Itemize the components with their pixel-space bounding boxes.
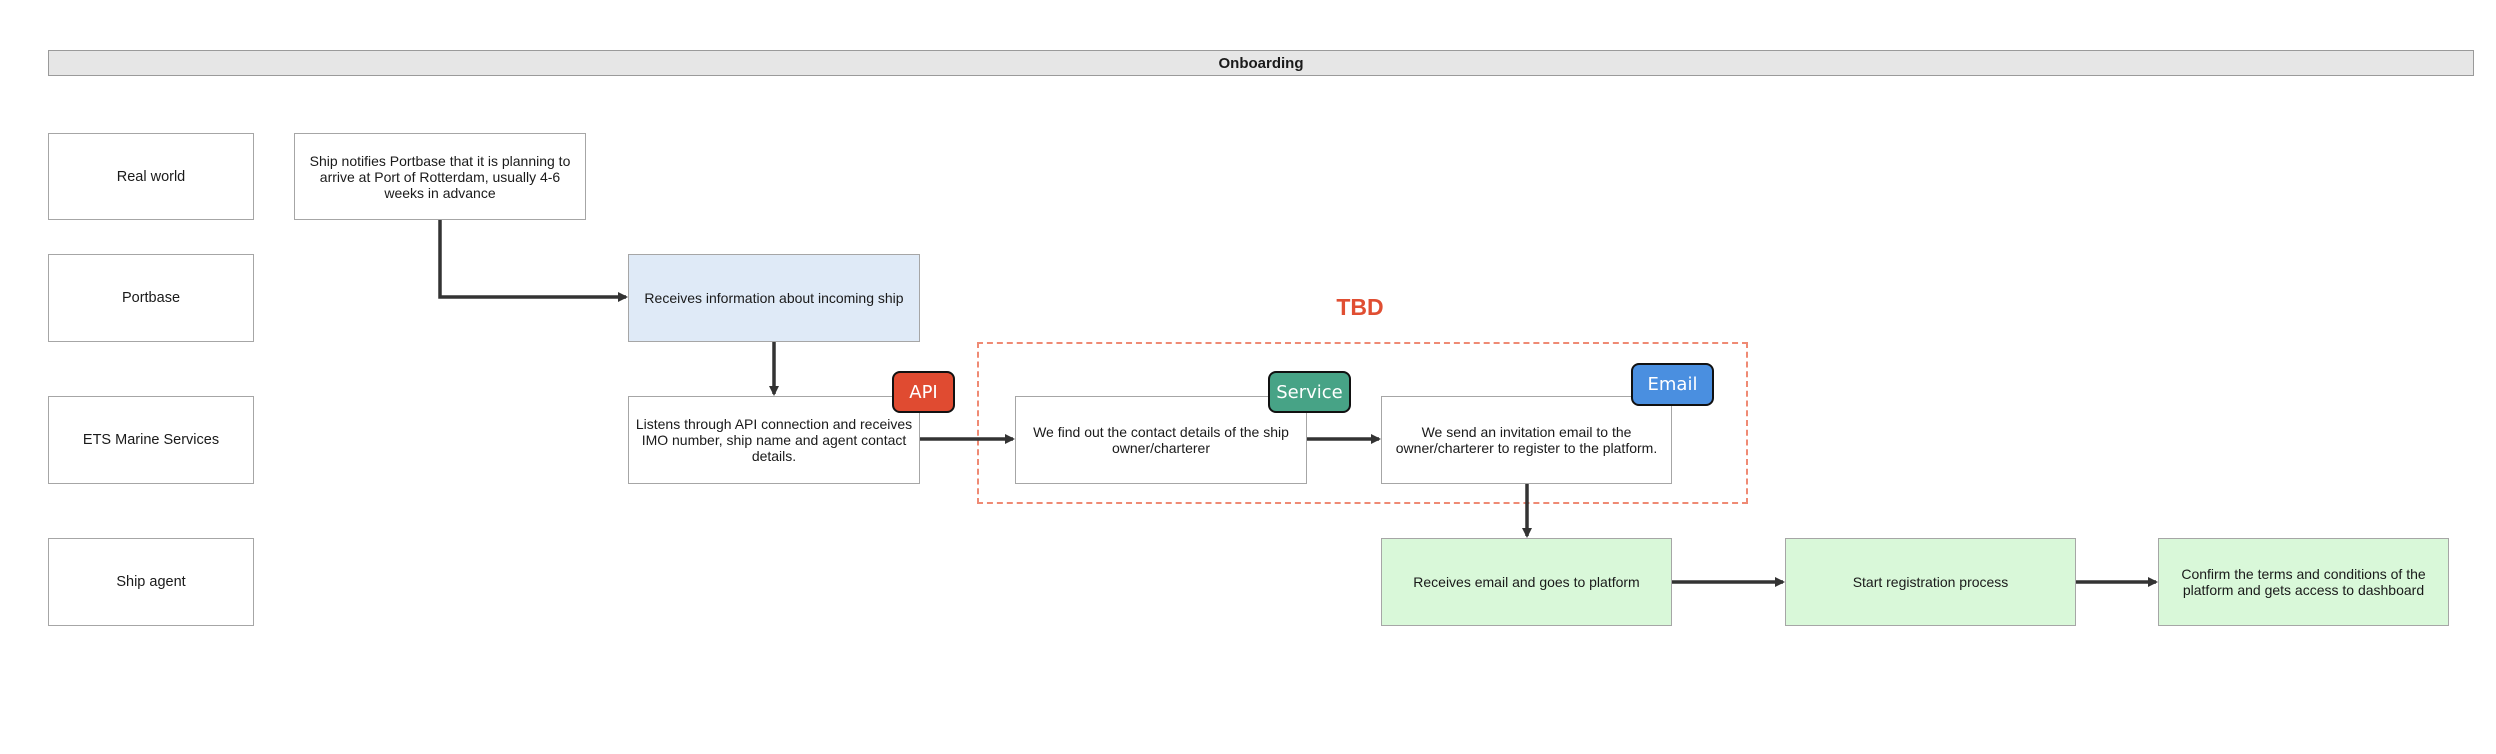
tbd-group-frame [977,342,1748,504]
step-receives-email: Receives email and goes to platform [1381,538,1672,626]
step-receives-information-text: Receives information about incoming ship [644,290,904,306]
step-start-registration-text: Start registration process [1852,574,2009,590]
lane-portbase: Portbase [48,254,254,342]
email-badge-label: Email [1647,374,1698,395]
lane-real-world: Real world [48,133,254,220]
lane-ets-marine-services: ETS Marine Services [48,396,254,484]
lane-portbase-label: Portbase [121,290,181,306]
onboarding-title: Onboarding [1218,54,1304,72]
step-send-invitation-text: We send an invitation email to the owner… [1395,424,1658,456]
email-badge: Email [1631,363,1714,406]
step-send-invitation: We send an invitation email to the owner… [1381,396,1672,484]
onboarding-header: Onboarding [48,50,2474,76]
step-listens-api: Listens through API connection and recei… [628,396,920,484]
arrow-ship-to-portbase [438,220,628,302]
step-ship-notifies: Ship notifies Portbase that it is planni… [294,133,586,220]
step-receives-information: Receives information about incoming ship [628,254,920,342]
step-confirm-terms: Confirm the terms and conditions of the … [2158,538,2449,626]
step-ship-notifies-text: Ship notifies Portbase that it is planni… [309,152,571,201]
step-find-contact-details: We find out the contact details of the s… [1015,396,1307,484]
step-listens-api-text: Listens through API connection and recei… [635,416,913,464]
api-badge: API [892,371,955,413]
lane-ship-agent-label: Ship agent [116,574,186,590]
lane-ship-agent: Ship agent [48,538,254,626]
service-badge-label: Service [1276,381,1343,403]
step-confirm-terms-text: Confirm the terms and conditions of the … [2181,566,2426,598]
lane-ets-label: ETS Marine Services [82,432,220,448]
api-badge-label: API [909,381,938,403]
step-receives-email-text: Receives email and goes to platform [1413,574,1640,590]
service-badge: Service [1268,371,1351,413]
tbd-label: TBD [1336,294,1384,320]
step-find-contact-details-text: We find out the contact details of the s… [1033,424,1289,456]
step-start-registration: Start registration process [1785,538,2076,626]
lane-real-world-label: Real world [116,168,186,185]
